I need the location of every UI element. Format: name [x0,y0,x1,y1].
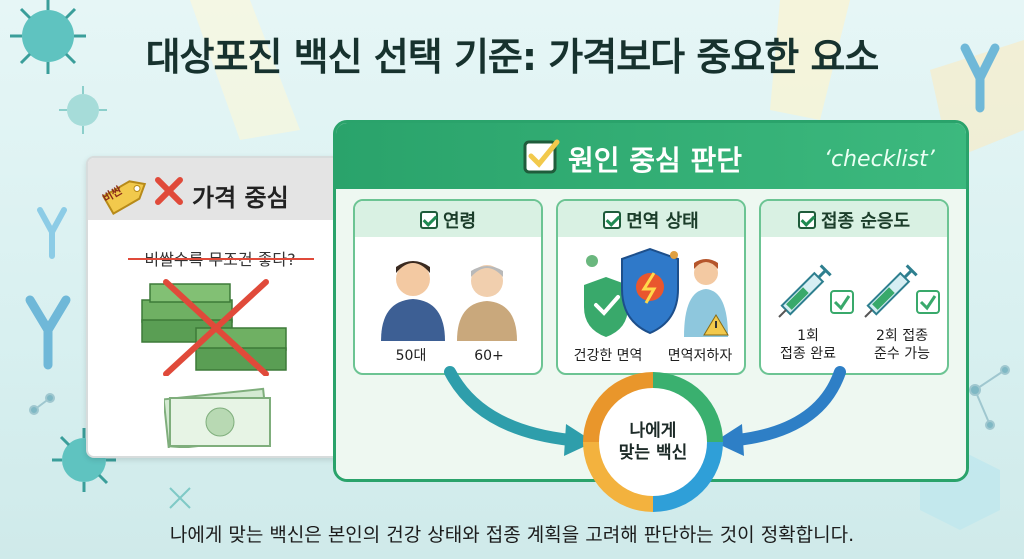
checkbox-icon [797,211,816,229]
syringe-icons [778,264,940,318]
price-tag-icon [102,180,147,216]
checkbox-icon [523,139,560,174]
price-card-title: 가격 중심 [192,184,289,212]
immune-caption-compromised: 면역저하자 [667,348,733,364]
adherence-caption-one-dose: 1회 접종 완료 [780,328,836,362]
adult-icon [381,261,445,341]
antibody-icon [37,207,67,259]
page-title: 대상포진 백신 선택 기준: 가격보다 중요한 요소 [145,35,880,79]
panel-title: 면역 상태 [558,207,744,233]
antibody-icon [25,43,1000,370]
checkbox-icon [419,211,438,229]
molecule-icon [29,365,1010,430]
age-panel: 연령 50대 60+ [353,199,543,375]
virus-icon [59,86,107,134]
immune-status-panel: 면역 상태 건강한 면역 면역저하자 [556,199,746,375]
vaccination-adherence-panel: 접종 순응도 1회 접종 완료 2회 접종 준수 가능 [759,199,949,375]
immune-shield-icon [584,247,729,337]
panel-title: 접종 순응도 [761,207,947,233]
virus-icon [10,0,86,74]
sparkle-icon [169,487,191,509]
senior-icon [457,265,517,341]
banknote-icon [164,387,271,448]
adherence-caption-two-dose: 2회 접종 준수 가능 [874,328,930,362]
checkbox-icon [603,211,622,229]
cause-centered-checklist-card: 원인 중심 판단 ‘checklist’ 연령 50대 60+ 면역 상태 [333,120,969,482]
checklist-card-header [336,123,966,189]
syringe-icon [778,264,832,318]
checklist-tag: ‘checklist’ [824,147,935,172]
strikethrough-line [128,258,314,260]
immune-caption-healthy: 건강한 면역 [573,348,643,364]
my-vaccine-cycle: 나에게 맞는 백신 [583,372,723,512]
panel-title: 연령 [355,207,541,233]
footer-caption: 나에게 맞는 백신은 본인의 건강 상태와 접종 계획을 고려해 판단하는 것이… [169,524,855,546]
age-caption-60plus: 60+ [474,348,504,364]
money-stack-icon [141,279,287,376]
age-caption-50s: 50대 [395,348,427,364]
price-centered-card: 비싼 가격 중심 비쌀수록 무조건 좋다? [86,156,354,458]
cross-icon [155,177,183,205]
checklist-card-title: 원인 중심 판단 [568,144,743,177]
people-icon [381,261,517,341]
syringe-icon [864,264,918,318]
my-vaccine-label: 나에게 맞는 백신 [618,421,688,463]
